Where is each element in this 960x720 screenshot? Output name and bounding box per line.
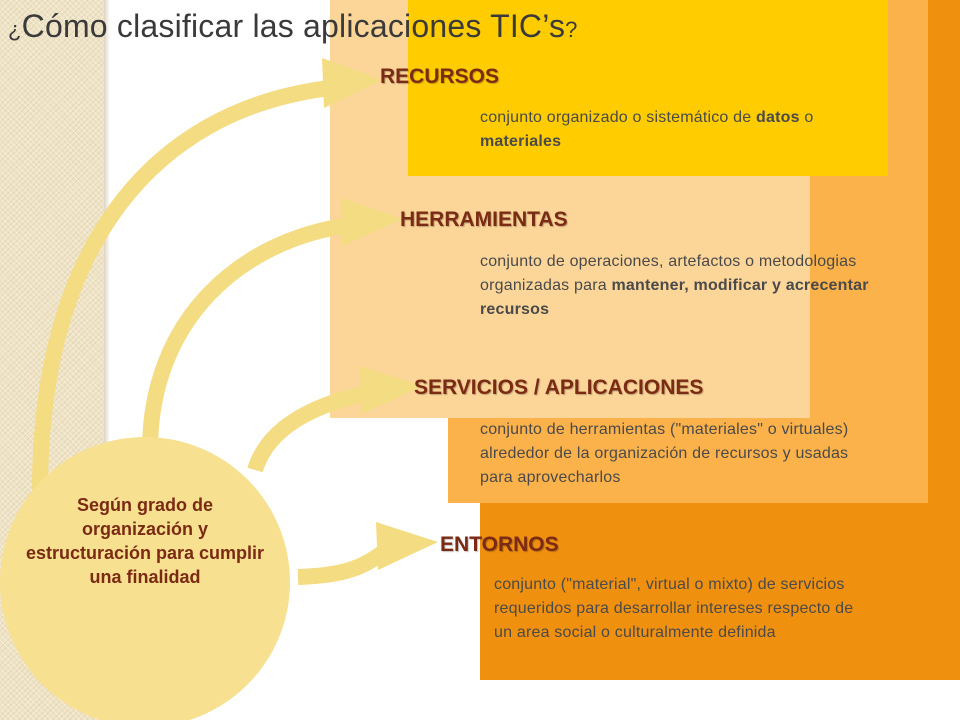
desc-part: conjunto de herramientas ("materiales" o… — [480, 421, 849, 486]
desc-part: materiales — [480, 133, 562, 150]
arrowhead-entornos — [376, 522, 438, 570]
desc-part: o — [799, 109, 814, 126]
desc-recursos: conjunto organizado o sistemático de dat… — [480, 106, 860, 154]
title-suffix: ? — [565, 17, 578, 42]
arrowhead-recursos — [322, 58, 382, 108]
title-main: Cómo clasificar las aplicaciones TIC’s — [21, 8, 566, 44]
title-prefix: ¿ — [8, 17, 22, 42]
arrowhead-herramientas — [342, 198, 402, 246]
heading-recursos: RECURSOS — [380, 65, 500, 88]
arrow-to-recursos — [32, 80, 331, 491]
desc-servicios: conjunto de herramientas ("materiales" o… — [480, 418, 880, 490]
heading-entornos: ENTORNOS — [440, 533, 559, 556]
page-title: ¿Cómo clasificar las aplicaciones TIC’s? — [8, 8, 578, 45]
desc-part: conjunto de operaciones, artefactos o me… — [480, 253, 857, 294]
arrow-to-herramientas — [142, 217, 352, 451]
arrow-to-entornos — [297, 541, 395, 585]
desc-herramientas: conjunto de operaciones, artefactos o me… — [480, 250, 900, 322]
desc-part: conjunto ("material", virtual o mixto) d… — [494, 576, 854, 641]
desc-part: mantener, modificar y acrecentar recurso… — [480, 277, 869, 318]
desc-entornos: conjunto ("material", virtual o mixto) d… — [494, 573, 864, 645]
recursos-box — [408, 0, 888, 176]
center-circle-label: Según grado de organización y estructura… — [25, 495, 265, 587]
arrowhead-servicios — [360, 366, 422, 414]
center-circle — [0, 437, 290, 720]
heading-herramientas: HERRAMIENTAS — [400, 208, 568, 231]
desc-part: conjunto organizado o sistemático de — [480, 109, 757, 126]
arrow-to-servicios — [247, 384, 377, 473]
desc-part: datos — [756, 109, 800, 126]
heading-servicios: SERVICIOS / APLICACIONES — [414, 376, 704, 399]
strip-shadow — [104, 0, 110, 720]
